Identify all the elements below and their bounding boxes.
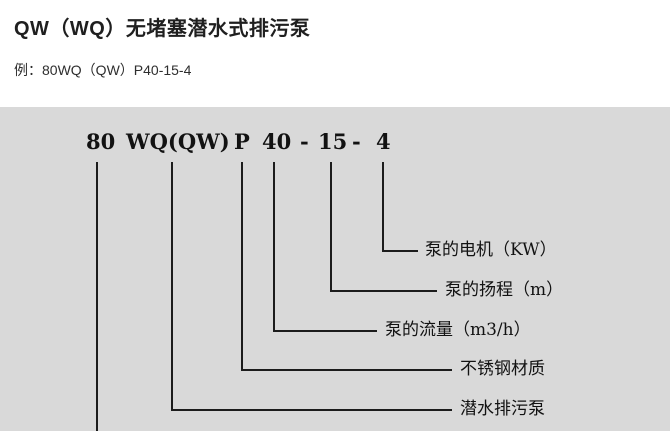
label-flow: 泵的流量（m3/h） xyxy=(385,320,531,340)
connector-line-series xyxy=(171,162,173,411)
model-example-text: 例：80WQ（QW）P40-15-4 xyxy=(14,62,192,78)
connector-line-series-h xyxy=(171,409,452,411)
connector-line-head xyxy=(330,162,332,292)
code-separator: - xyxy=(352,129,361,154)
page-title: QW（WQ）无堵塞潜水式排污泵 xyxy=(14,18,311,40)
label-head: 泵的扬程（m） xyxy=(445,280,564,300)
connector-line-flow xyxy=(273,162,275,332)
code-part-material: P xyxy=(234,129,250,154)
code-part-head: 15 xyxy=(318,129,348,154)
connector-line-power xyxy=(382,162,384,252)
connector-line-material xyxy=(241,162,243,371)
code-part-power: 4 xyxy=(376,129,391,154)
connector-line-flow-h xyxy=(273,330,377,332)
connector-line-power-h xyxy=(382,250,418,252)
label-material: 不锈钢材质 xyxy=(460,359,545,379)
connector-line-diameter xyxy=(96,162,98,431)
code-part-flow: 40 xyxy=(262,129,292,154)
connector-line-material-h xyxy=(241,369,452,371)
code-separator: - xyxy=(300,129,309,154)
code-part-series: WQ(QW) xyxy=(126,129,230,154)
connector-line-head-h xyxy=(330,290,437,292)
label-motor-power: 泵的电机（KW） xyxy=(425,240,557,260)
model-code-diagram: 80 WQ(QW) P 40 - 15 - 4 泵的电机（KW） 泵的扬程（m）… xyxy=(0,107,670,431)
code-part-diameter: 80 xyxy=(86,129,116,154)
label-pump-type: 潜水排污泵 xyxy=(460,399,545,419)
